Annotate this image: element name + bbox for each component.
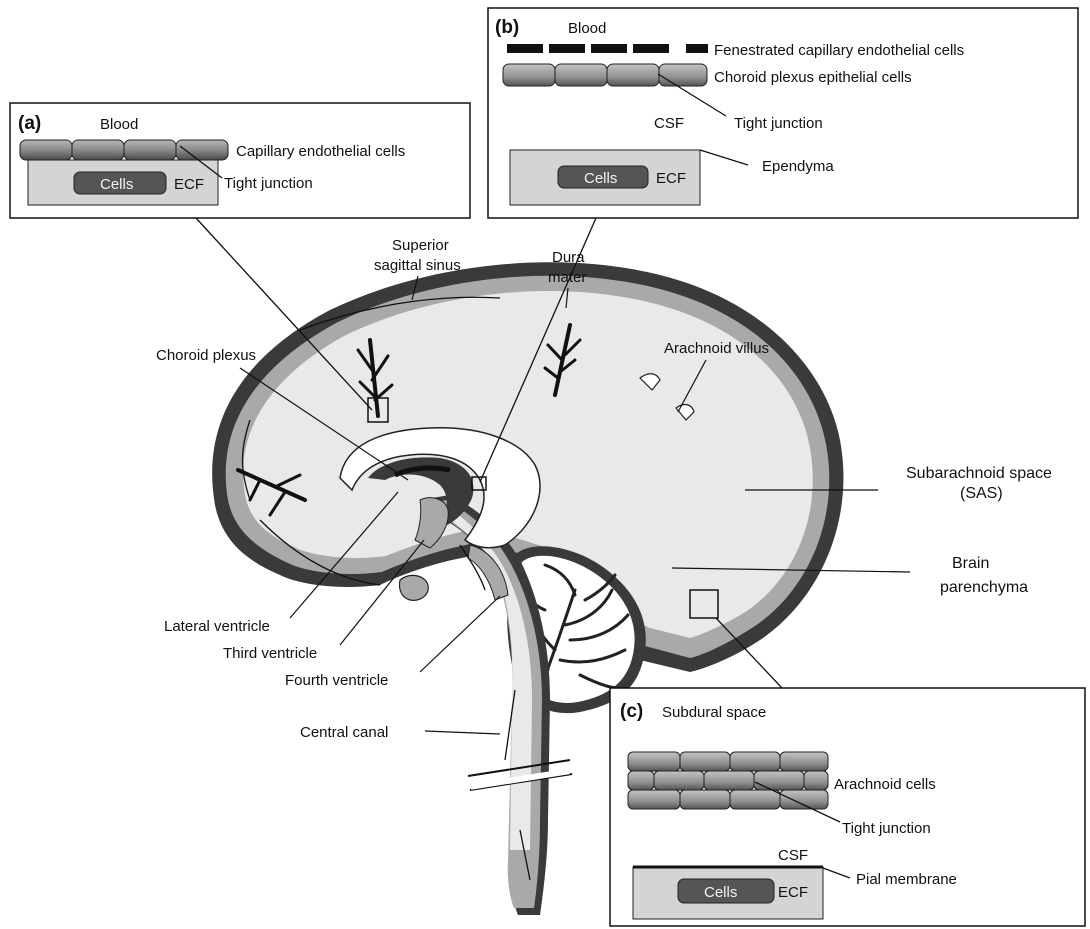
parenchyma-label-1: Brain [952,555,989,572]
panel-c-tight-junction-label: Tight junction [842,820,931,837]
panel-c-letter: (c) [620,701,643,722]
panel-a: (a) Blood Cells ECF Capillary endothelia… [10,103,470,218]
dura-mater-label-2: mater [548,269,586,286]
panel-b-blood-label: Blood [568,20,606,37]
panel-c-ecf-label: ECF [778,884,808,901]
panel-a-cells-label: Cells [100,176,133,193]
fourth-ventricle-label: Fourth ventricle [285,672,388,689]
panel-a-tight-junction-label: Tight junction [224,175,313,192]
panel-c: (c) Subdural space Arachnoid cells Tight… [610,688,1085,926]
panel-c-cells-label: Cells [704,884,737,901]
arachnoid-villus-label: Arachnoid villus [664,340,769,357]
panel-c-csf-label: CSF [778,847,808,864]
panel-a-capillary-label: Capillary endothelial cells [236,143,405,160]
panel-b-ependyma-label: Ependyma [762,158,834,175]
central-canal-label: Central canal [300,724,388,741]
choroid-plexus-label: Choroid plexus [156,347,256,364]
panel-b-ecf-label: ECF [656,170,686,187]
panel-b-fenestrated-label: Fenestrated capillary endothelial cells [714,42,964,59]
panel-b-cells-label: Cells [584,170,617,187]
panel-c-subdural-label: Subdural space [662,704,766,721]
panel-b-choroid-epithelium [503,64,707,86]
superior-sagittal-label-1: Superior [392,237,449,254]
panel-c-arachnoid-label: Arachnoid cells [834,776,936,793]
panel-b-tight-junction-label: Tight junction [734,115,823,132]
panel-b-csf-label: CSF [654,115,684,132]
panel-a-blood-label: Blood [100,116,138,133]
panel-b-letter: (b) [495,17,519,38]
lateral-ventricle-label: Lateral ventricle [164,618,270,635]
dura-mater-label-1: Dura [552,249,585,266]
third-ventricle-label: Third ventricle [223,645,317,662]
sas-label-1: Subarachnoid space [906,465,1052,482]
panel-a-ecf-label: ECF [174,176,204,193]
superior-sagittal-label-2: sagittal sinus [374,257,461,274]
panel-b: (b) Blood Fenestrated capillary endothel… [488,8,1078,218]
panel-b-choroid-label: Choroid plexus epithelial cells [714,69,912,86]
sas-label-2: (SAS) [960,485,1003,502]
panel-c-pial-label: Pial membrane [856,871,957,888]
panel-c-arachnoid-cells [628,752,828,809]
panel-a-letter: (a) [18,113,41,134]
parenchyma-label-2: parenchyma [940,579,1028,596]
